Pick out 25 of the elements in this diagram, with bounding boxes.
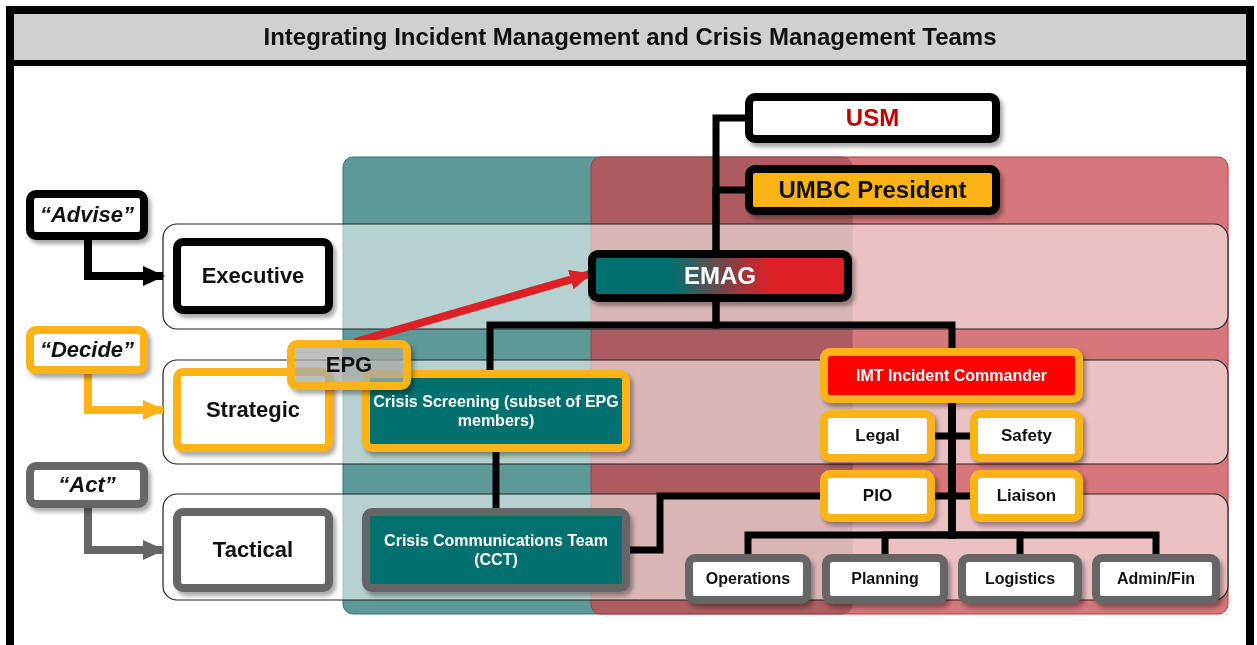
connector-line xyxy=(630,492,820,554)
role-tag: “Advise” xyxy=(26,190,148,240)
connector-line xyxy=(712,302,956,348)
section-box: Logistics xyxy=(958,554,1082,604)
section-box: Planning xyxy=(822,554,948,604)
staff-box: Liaison xyxy=(970,470,1083,522)
group-tag: EPG xyxy=(287,340,411,390)
org-box: USM xyxy=(745,93,1000,143)
arrow xyxy=(84,508,165,560)
tier-box: Tactical xyxy=(173,508,333,592)
connector-line xyxy=(492,452,500,508)
staff-box: Safety xyxy=(970,410,1083,462)
staff-box: Legal xyxy=(820,410,935,462)
tier-box: Executive xyxy=(173,238,333,314)
staff-box: PIO xyxy=(820,470,935,522)
role-tag: “Act” xyxy=(26,462,148,508)
team-box: Crisis Communications Team (CCT) xyxy=(362,508,630,592)
section-box: Admin/Fin xyxy=(1092,554,1220,604)
role-tag: “Decide” xyxy=(26,326,148,374)
section-box: Operations xyxy=(685,554,811,604)
title-bar: Integrating Incident Management and Crisis Management Teams xyxy=(14,14,1246,66)
connector-line xyxy=(712,186,745,250)
commander-box: IMT Incident Commander xyxy=(820,348,1083,403)
org-box: UMBC President xyxy=(745,165,1000,215)
org-box: EMAG xyxy=(588,250,852,302)
